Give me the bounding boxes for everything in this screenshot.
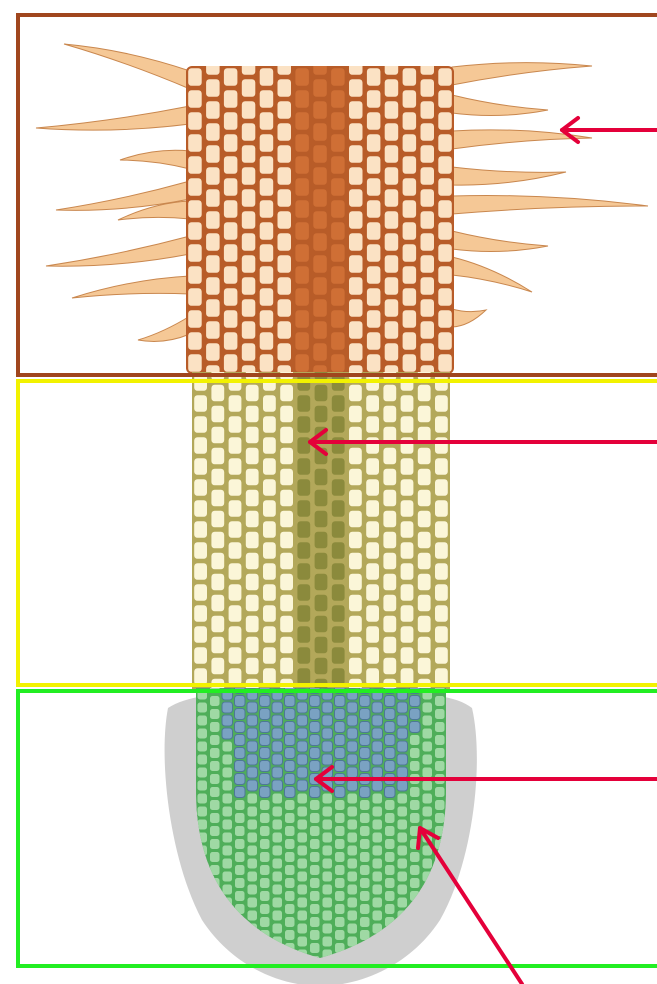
maturation-zone: [186, 57, 454, 395]
elongation-zone: [192, 363, 450, 707]
arrow-root-hair: [562, 118, 657, 142]
